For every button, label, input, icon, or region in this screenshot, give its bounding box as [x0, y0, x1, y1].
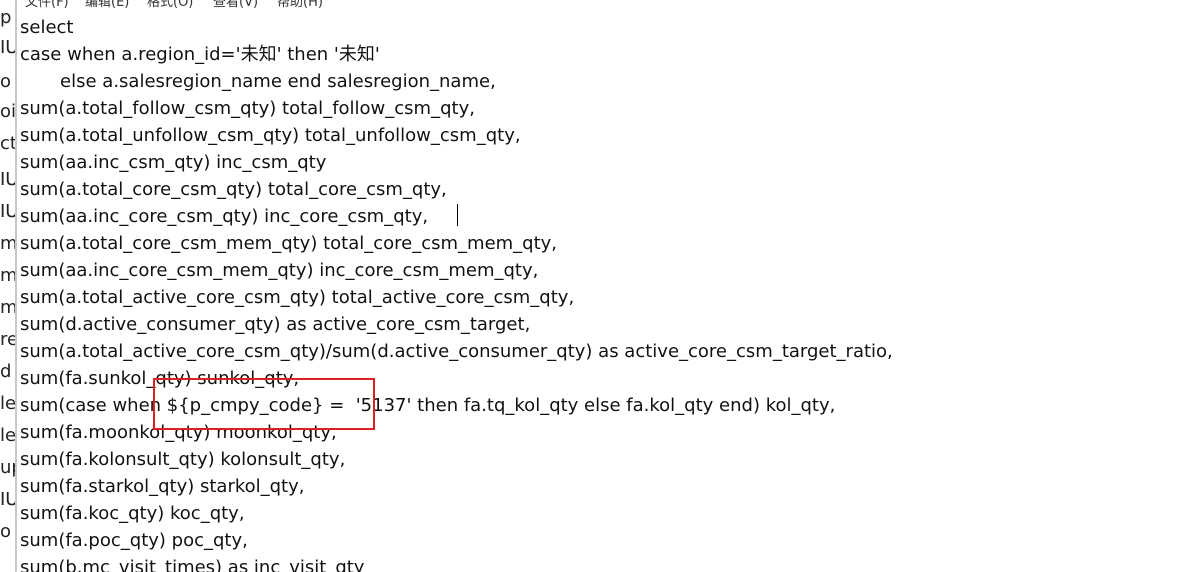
code-line: sum(fa.starkol_qty) starkol_qty,: [20, 476, 305, 497]
text-caret: [457, 204, 458, 226]
menu-view[interactable]: 查看(V): [213, 0, 259, 10]
left-strip-fragment: m: [0, 297, 15, 318]
code-line: sum(b.mc_visit_times) as inc_visit_qty: [20, 557, 365, 572]
code-line: sum(d.active_consumer_qty) as active_cor…: [20, 314, 531, 335]
left-strip-fragment: m(: [0, 265, 15, 286]
menu-help[interactable]: 帮助(H): [277, 0, 323, 10]
left-strip-fragment: up: [0, 457, 15, 478]
code-line: sum(a.total_follow_csm_qty) total_follow…: [20, 98, 475, 119]
code-line: sum(aa.inc_csm_qty) inc_csm_qty: [20, 152, 327, 173]
menubar: 文件(F) 编辑(E) 格式(O) 查看(V) 帮助(H): [17, 0, 1182, 12]
text-editor-area[interactable]: select case when a.region_id='未知' then '…: [17, 12, 1182, 572]
left-strip-fragment: ct: [0, 133, 15, 154]
code-line: sum(a.total_active_core_csm_qty)/sum(d.a…: [20, 341, 893, 362]
left-strip-fragment: IU: [0, 489, 15, 510]
code-line: else a.salesregion_name end salesregion_…: [20, 71, 496, 92]
left-window-strip: p IU o oi ct IU IU m( m( m re d le le up…: [0, 0, 15, 572]
left-strip-fragment: IU: [0, 201, 15, 222]
code-line: sum(a.total_core_csm_qty) total_core_csm…: [20, 179, 447, 200]
code-line: case when a.region_id='未知' then '未知': [20, 44, 380, 65]
code-line: sum(case when ${p_cmpy_code} = '5137' th…: [20, 395, 836, 416]
menu-file[interactable]: 文件(F): [25, 0, 69, 10]
code-line: sum(fa.kolonsult_qty) kolonsult_qty,: [20, 449, 346, 470]
left-strip-fragment: IU: [0, 169, 15, 190]
code-line: sum(a.total_unfollow_csm_qty) total_unfo…: [20, 125, 521, 146]
left-strip-fragment: d: [0, 361, 12, 382]
code-line: sum(fa.moonkol_qty) moonkol_qty,: [20, 422, 337, 443]
left-strip-fragment: p: [0, 7, 12, 28]
left-strip-fragment: o: [0, 71, 12, 92]
code-line: sum(a.total_core_csm_mem_qty) total_core…: [20, 233, 558, 254]
menu-edit[interactable]: 编辑(E): [85, 0, 130, 10]
code-line: sum(aa.inc_core_csm_mem_qty) inc_core_cs…: [20, 260, 539, 281]
left-strip-fragment: o: [0, 521, 12, 542]
menu-format[interactable]: 格式(O): [147, 0, 194, 10]
left-strip-fragment: IU: [0, 37, 15, 58]
code-line: sum(aa.inc_core_csm_qty) inc_core_csm_qt…: [20, 206, 429, 227]
code-line: sum(a.total_active_core_csm_qty) total_a…: [20, 287, 575, 308]
code-line: select: [20, 17, 74, 38]
code-line: sum(fa.koc_qty) koc_qty,: [20, 503, 245, 524]
window-edge: [15, 0, 17, 572]
code-line: sum(fa.poc_qty) poc_qty,: [20, 530, 248, 551]
left-strip-fragment: oi: [0, 101, 15, 122]
left-strip-fragment: re: [0, 329, 15, 350]
left-strip-fragment: m(: [0, 233, 15, 254]
code-line: sum(fa.sunkol_qty) sunkol_qty,: [20, 368, 300, 389]
left-strip-fragment: le: [0, 393, 15, 414]
left-strip-fragment: le: [0, 425, 15, 446]
